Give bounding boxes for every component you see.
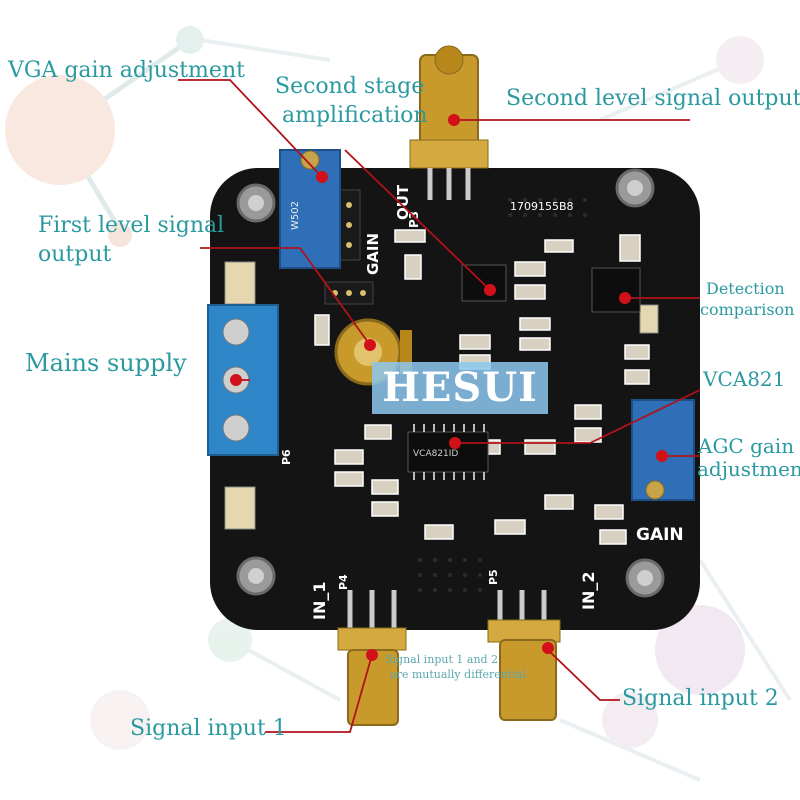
label-differential-note-line2: are mutually differential: [390, 668, 526, 681]
label-vga-gain-adjustment: VGA gain adjustment: [8, 58, 245, 83]
sma-connector-input-2: [487, 590, 561, 721]
dot-first-output: [364, 339, 376, 351]
label-agc-gain-line2: adjustment: [697, 457, 800, 481]
silk-in1: IN_1: [310, 582, 329, 620]
label-signal-input-2: Signal input 2: [622, 686, 779, 711]
pointer-input1: [265, 654, 373, 733]
label-agc-gain-line1: AGC gain: [698, 434, 795, 458]
label-differential-note-line1: Signal input 1 and 2: [385, 653, 499, 666]
background-molecule-decoration: [5, 26, 792, 782]
callout-dots: [230, 114, 668, 661]
sma-connector-input-1: [337, 590, 407, 726]
dot-second-output: [448, 114, 460, 126]
silk-in2: IN_2: [579, 572, 598, 610]
dot-input2: [542, 642, 554, 654]
label-detection-line1: Detection: [706, 279, 785, 298]
dot-input1: [366, 649, 378, 661]
label-detection-line2: comparison: [700, 300, 795, 319]
label-first-level-output-line2: output: [38, 242, 112, 267]
label-second-stage-line1: Second stage: [275, 74, 425, 99]
silk-serial: 1709155B8: [510, 200, 574, 213]
label-second-level-output: Second level signal output: [506, 86, 800, 111]
dot-vca821: [449, 437, 461, 449]
dot-second-stage: [484, 284, 496, 296]
dot-agc: [656, 450, 668, 462]
silk-p6: P6: [280, 449, 293, 465]
label-first-level-output-line1: First level signal: [38, 213, 225, 238]
pointer-first-output: [200, 247, 371, 346]
label-vca821: VCA821: [703, 367, 786, 391]
silk-pot-code: W502: [290, 201, 301, 230]
vga-gain-potentiometer: [279, 149, 341, 269]
pointer-vca821: [455, 389, 701, 444]
label-signal-input-1: Signal input 1: [130, 716, 287, 741]
dot-vga: [316, 171, 328, 183]
label-second-stage-line2: amplification: [282, 103, 428, 128]
silk-gain-left: GAIN: [364, 233, 382, 275]
dot-detection: [619, 292, 631, 304]
silk-chip-mid: VCA821ID: [413, 449, 458, 459]
pointer-vga-gain: [178, 79, 321, 176]
pointer-second-stage: [344, 149, 491, 291]
mains-supply-terminal: [207, 304, 279, 456]
silk-p5: P5: [487, 569, 500, 585]
silk-gain-right: GAIN: [636, 525, 684, 545]
silkscreen-labels: OUT P3 GAIN GAIN IN_1 IN_2 P4 P5 P6 1709…: [280, 184, 684, 620]
hesui-watermark: HESUI: [372, 362, 548, 414]
pointer-input2: [547, 649, 620, 701]
sma-connector-output: [409, 45, 489, 200]
agc-gain-potentiometer: [631, 399, 695, 501]
dot-mains: [230, 374, 242, 386]
label-mains-supply: Mains supply: [25, 349, 187, 377]
silk-p4: P4: [337, 574, 350, 590]
silk-p3: P3: [407, 211, 421, 228]
